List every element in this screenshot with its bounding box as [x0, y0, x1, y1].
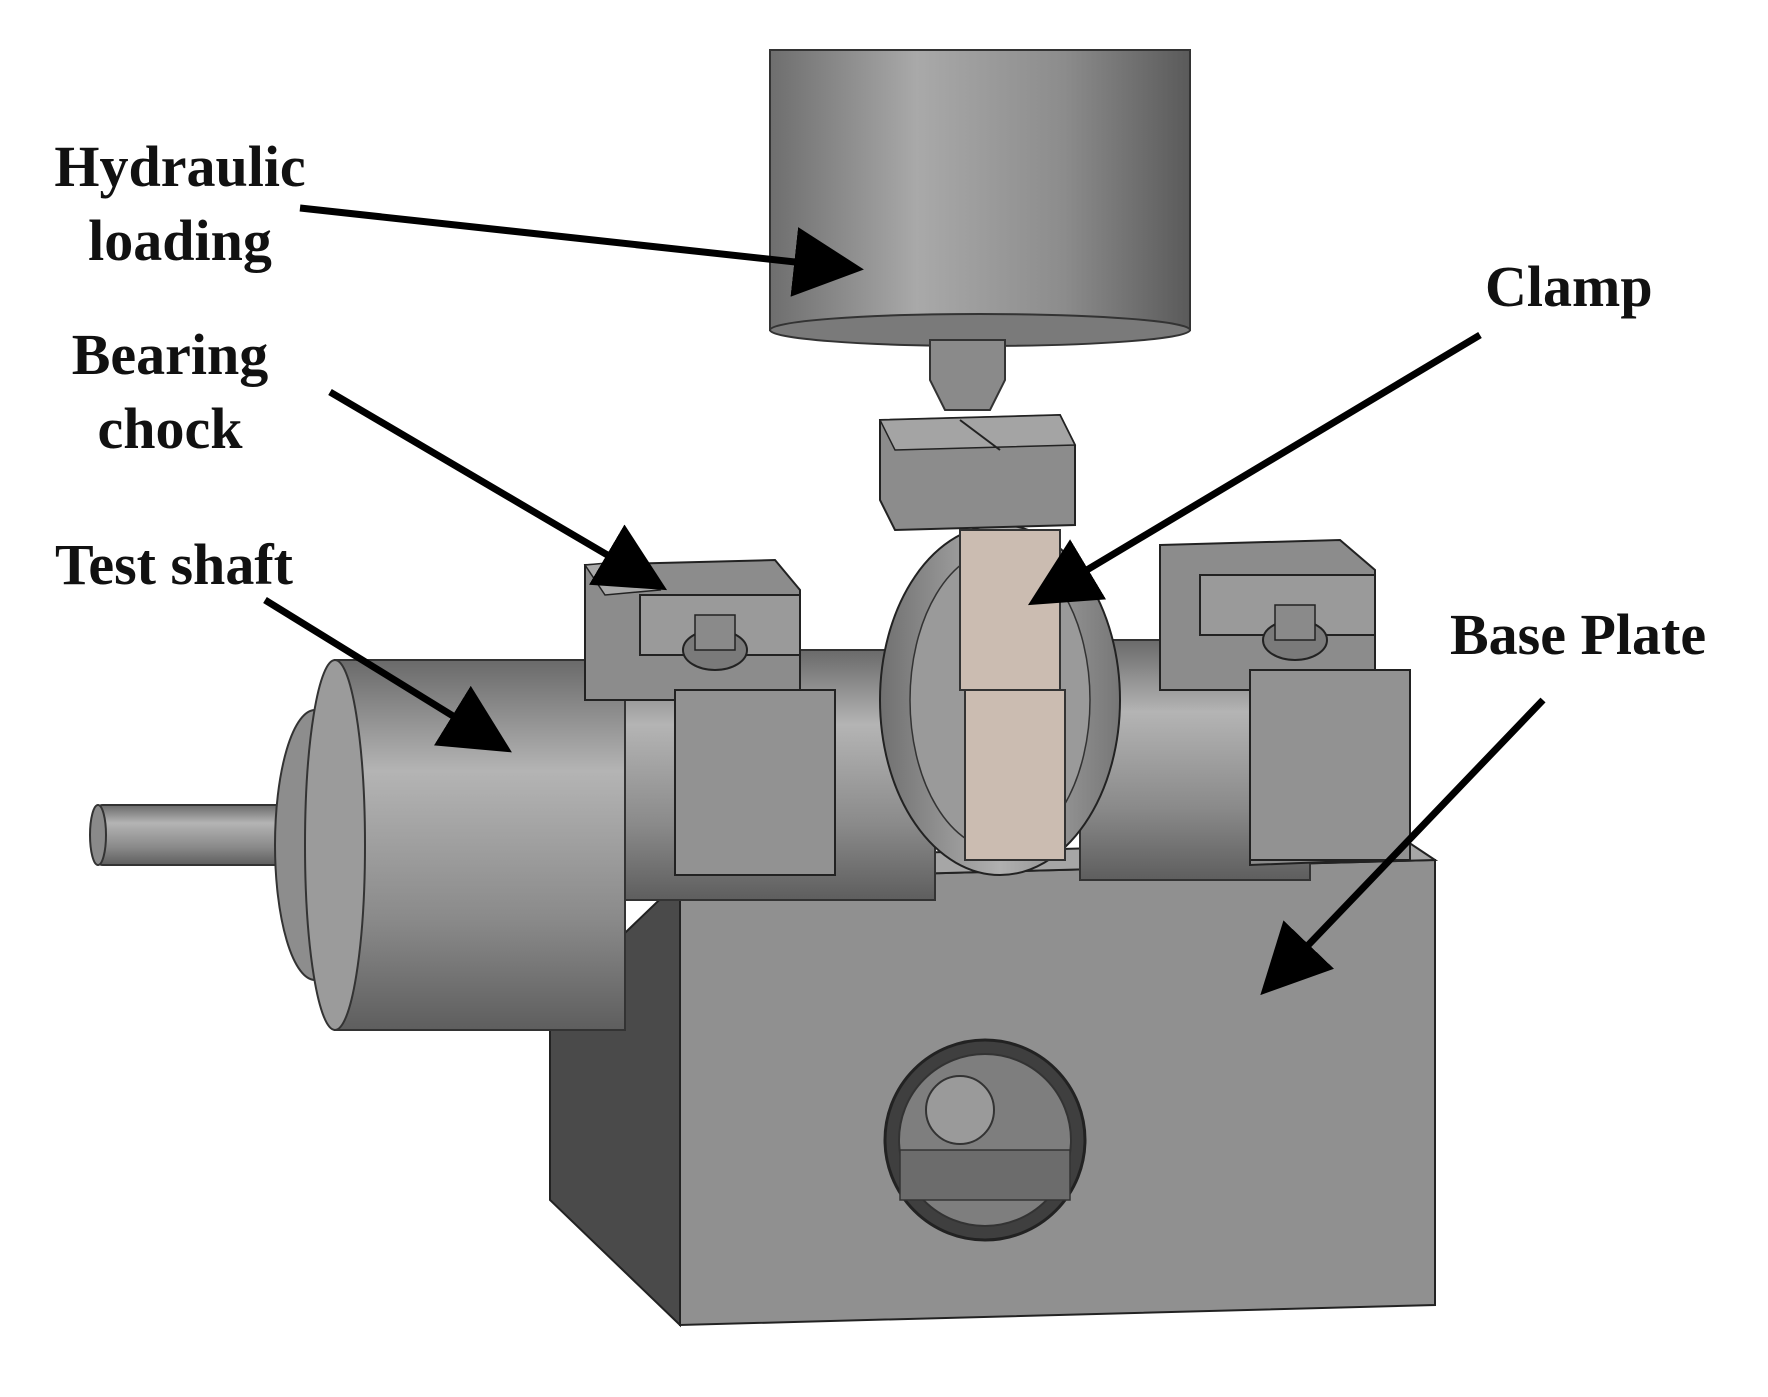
label-bearing-chock-line2: chock: [97, 396, 243, 461]
arrow-bearing-chock: [328, 388, 668, 591]
label-clamp: Clamp: [1485, 254, 1653, 319]
arrows: [263, 204, 1546, 996]
label-hydraulic-loading: Hydraulic loading: [30, 130, 330, 278]
right-bearing-chock: [1159, 538, 1411, 867]
label-bearing-chock-line1: Bearing: [71, 322, 269, 387]
label-test-shaft: Test shaft: [55, 532, 293, 597]
arrow-base-plate: [1260, 697, 1546, 996]
left-bearing-chock: [583, 558, 836, 876]
label-hydraulic-loading-line2: loading: [88, 208, 272, 273]
arrow-hydraulic-loading: [299, 204, 864, 297]
arrow-test-shaft: [263, 597, 512, 753]
base-plate-block: [549, 838, 1439, 1328]
arrow-clamp: [1027, 331, 1482, 606]
label-base-plate: Base Plate: [1450, 602, 1707, 667]
label-bearing-chock: Bearing chock: [40, 318, 300, 466]
hydraulic-cylinder: [769, 49, 1191, 411]
label-hydraulic-loading-line1: Hydraulic: [54, 134, 306, 199]
